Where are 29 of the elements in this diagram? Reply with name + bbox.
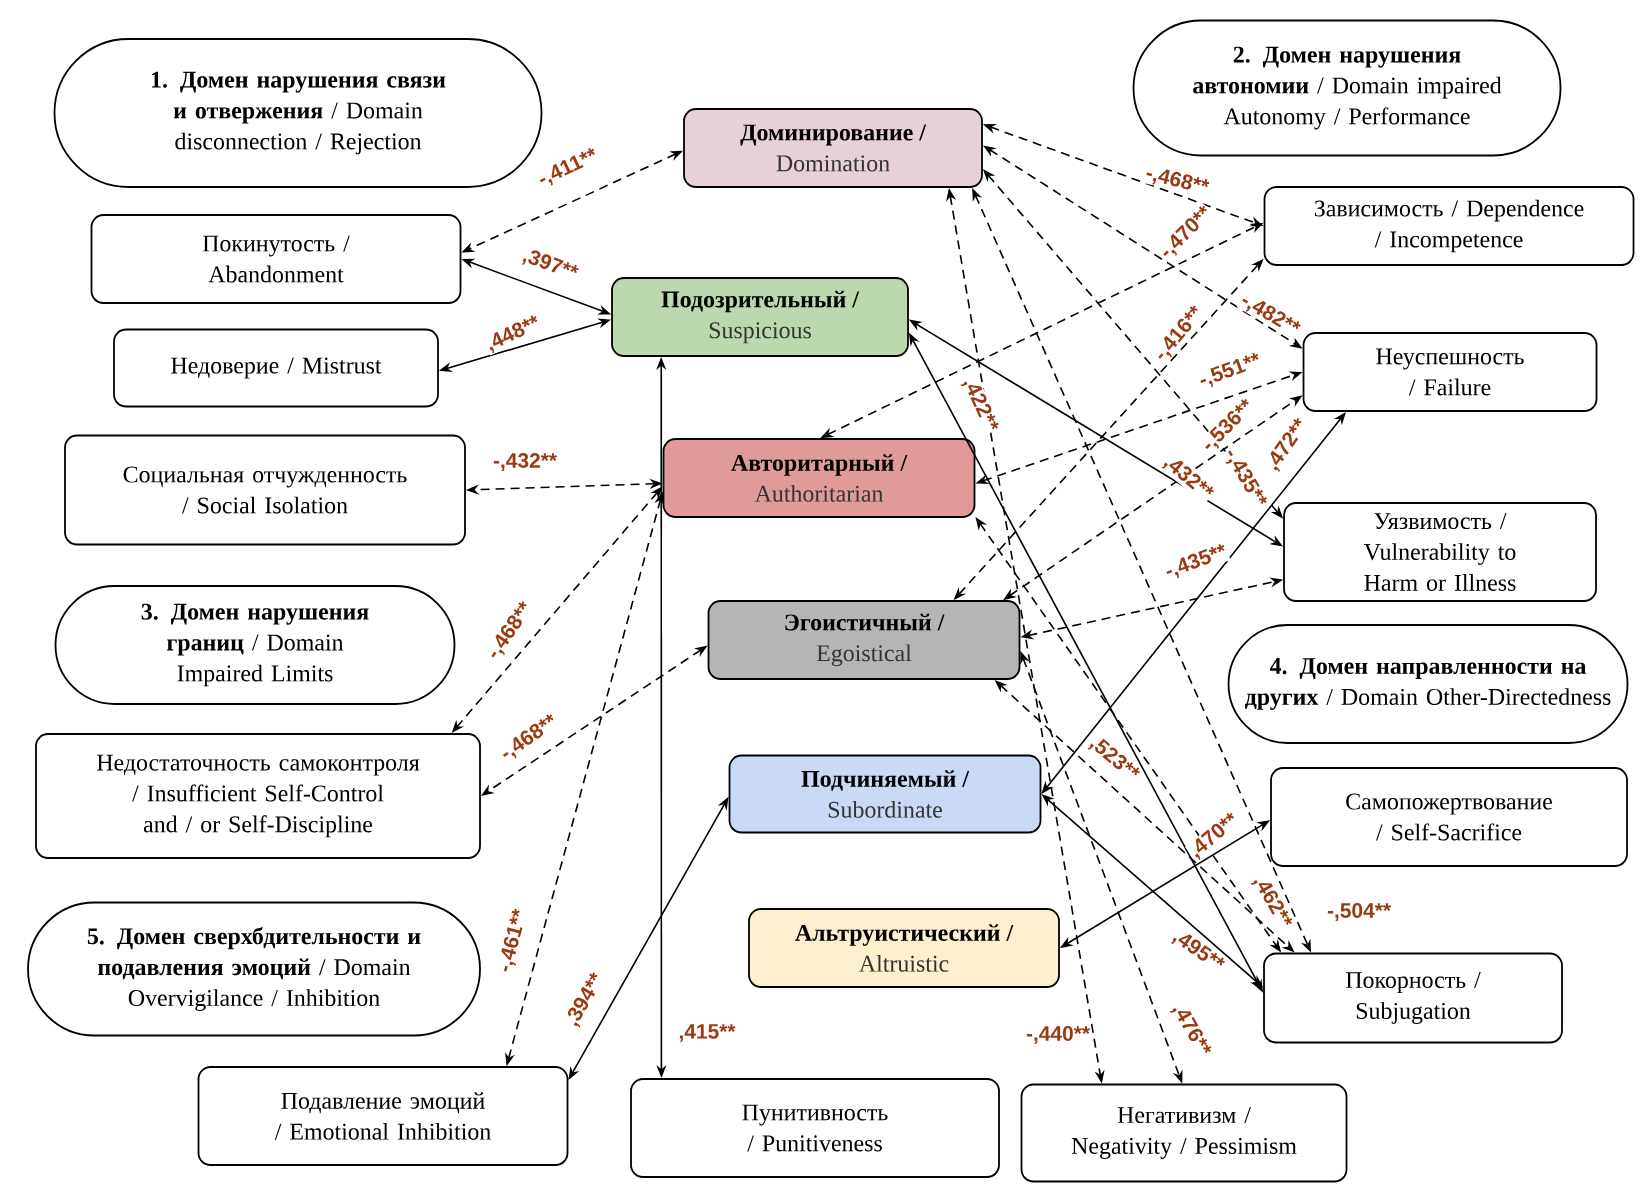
schema-box: Покинутость / Abandonment: [90, 214, 462, 304]
edge-label: -,504**: [1326, 902, 1392, 922]
pattern-box: Доминирование / Domination: [683, 108, 983, 188]
schema-box: Подавление эмоций / Emotional Inhibition: [197, 1066, 569, 1166]
schema-box: Покорность / Subjugation: [1263, 952, 1563, 1044]
edge-label: ,495**: [1168, 925, 1228, 977]
schema-box: Пунитивность / Punitiveness: [630, 1078, 1000, 1178]
schema-box: Негативизм / Negativity / Pessimism: [1020, 1083, 1348, 1183]
schema-box: Социальная отчужденность / Social Isolation: [64, 434, 466, 546]
schema-box: Недостаточность самоконтроля / Insufficient Self-Control and / or Self-Discipline: [35, 733, 481, 859]
edge-label: ,415**: [677, 1023, 737, 1043]
edge-label: -,432**: [492, 452, 558, 472]
pattern-box: Подчиняемый / Subordinate: [728, 754, 1042, 834]
edge-label: -,468**: [1142, 163, 1212, 199]
edge-label: -,482**: [1236, 289, 1304, 341]
edge-label: -,435**: [1161, 541, 1231, 583]
schema-box: Уязвимость / Vulnerability to Harm or Illness: [1283, 502, 1597, 602]
schema-box: Зависимость / Dependence / Incompetence: [1263, 186, 1635, 266]
edge-label: -,440**: [1025, 1025, 1091, 1045]
schema-box: Неуспешность / Failure: [1302, 332, 1598, 412]
edge-label: -,461**: [494, 906, 532, 976]
edge-label: ,397**: [518, 245, 582, 285]
pattern-box: Альтруистический / Altruistic: [748, 908, 1060, 988]
pattern-box: Подозрительный / Suspicious: [611, 277, 909, 357]
schema-box: Самопожертвование / Self-Sacrifice: [1270, 767, 1628, 867]
edge-label: ,432**: [1159, 451, 1217, 505]
pattern-box: Авторитарный / Authoritarian: [662, 438, 976, 518]
pattern-box: Эгоистичный / Egoistical: [707, 600, 1021, 680]
schema-box: Недоверие / Mistrust: [113, 328, 439, 408]
